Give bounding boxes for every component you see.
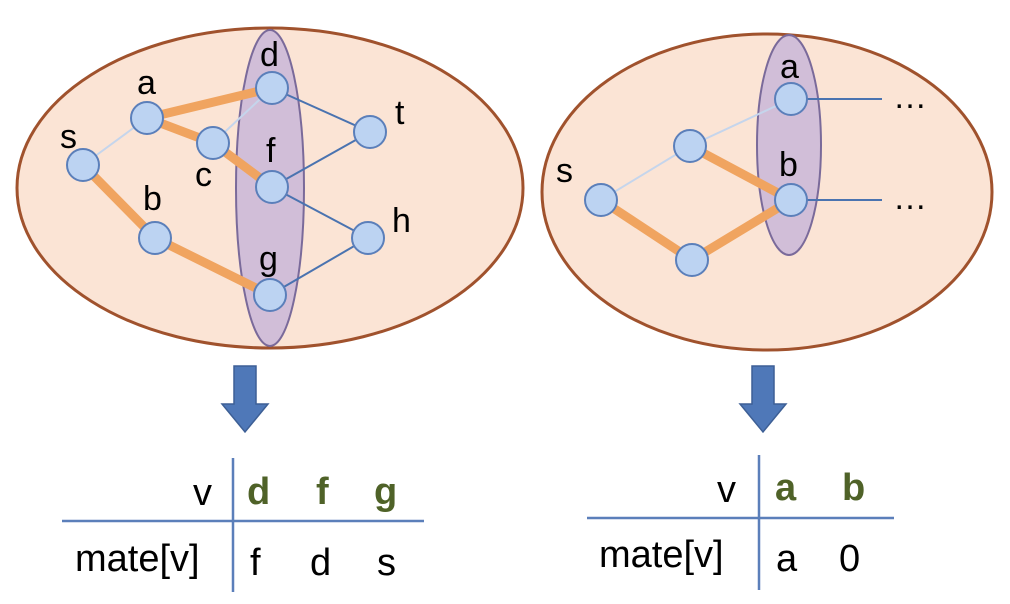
left-table-value: f bbox=[250, 542, 261, 584]
left-table-header: g bbox=[374, 471, 397, 513]
left-node-b bbox=[138, 221, 172, 255]
right-down-arrow bbox=[738, 365, 788, 434]
right-mate-table: v mate[v] a b a 0 bbox=[587, 455, 894, 590]
right-table-header: b bbox=[842, 467, 865, 509]
left-label-b: b bbox=[143, 180, 162, 218]
left-edge-f-h bbox=[271, 186, 369, 239]
left-table-header: d bbox=[247, 471, 270, 513]
right-ellipsis-top: … bbox=[893, 78, 927, 116]
left-edge-s-b bbox=[78, 160, 160, 243]
left-node-h bbox=[351, 221, 385, 255]
left-label-h: h bbox=[392, 202, 411, 240]
right-node-b bbox=[774, 183, 808, 217]
right-label-s: s bbox=[556, 152, 573, 190]
right-node-a bbox=[774, 82, 808, 116]
right-label-a: a bbox=[780, 48, 799, 86]
left-label-f: f bbox=[266, 132, 276, 170]
left-graph: s a c d f b g t h bbox=[15, 26, 525, 350]
right-node-upper bbox=[673, 129, 707, 163]
right-edge-y-b bbox=[687, 195, 796, 265]
right-node-s bbox=[584, 183, 618, 217]
left-label-c: c bbox=[195, 156, 212, 194]
left-table-mate-label: mate[v] bbox=[75, 538, 200, 580]
left-mate-table: v mate[v] d f g f d s bbox=[62, 458, 424, 592]
left-table-value: d bbox=[310, 542, 331, 584]
left-node-d bbox=[255, 71, 289, 105]
left-node-g bbox=[253, 278, 287, 312]
left-edge-f-t bbox=[271, 131, 371, 188]
left-down-arrow bbox=[220, 365, 270, 434]
left-edge-g-h bbox=[269, 237, 369, 296]
right-edge-x-a bbox=[689, 98, 792, 147]
left-table-row-label: v bbox=[193, 472, 212, 514]
left-label-d: d bbox=[260, 36, 279, 74]
right-edge-s-x bbox=[600, 145, 691, 201]
left-table-header: f bbox=[316, 471, 329, 513]
right-ellipsis-bottom: … bbox=[893, 179, 927, 217]
left-table-value: s bbox=[377, 542, 396, 584]
right-table-row-label: v bbox=[717, 469, 736, 511]
left-label-g: g bbox=[259, 240, 278, 278]
right-edge-x-b bbox=[685, 141, 796, 205]
left-label-s: s bbox=[60, 118, 77, 156]
right-graph: s a b … … bbox=[540, 32, 994, 352]
left-label-a: a bbox=[137, 64, 156, 102]
right-label-b: b bbox=[779, 146, 798, 184]
right-table-mate-label: mate[v] bbox=[599, 534, 724, 576]
left-node-s bbox=[66, 148, 100, 182]
left-node-c bbox=[196, 126, 230, 160]
left-node-a bbox=[130, 101, 164, 135]
left-edge-b-g bbox=[150, 233, 275, 300]
left-edge-a-d bbox=[142, 83, 277, 123]
right-table-value: 0 bbox=[839, 538, 860, 580]
left-edge-d-t bbox=[271, 87, 371, 133]
left-node-f bbox=[255, 170, 289, 204]
right-node-lower bbox=[675, 243, 709, 277]
right-table-value: a bbox=[776, 538, 798, 580]
left-label-t: t bbox=[395, 94, 405, 132]
right-edge-s-y bbox=[596, 195, 697, 265]
right-table-header: a bbox=[775, 467, 797, 509]
left-node-t bbox=[353, 115, 387, 149]
